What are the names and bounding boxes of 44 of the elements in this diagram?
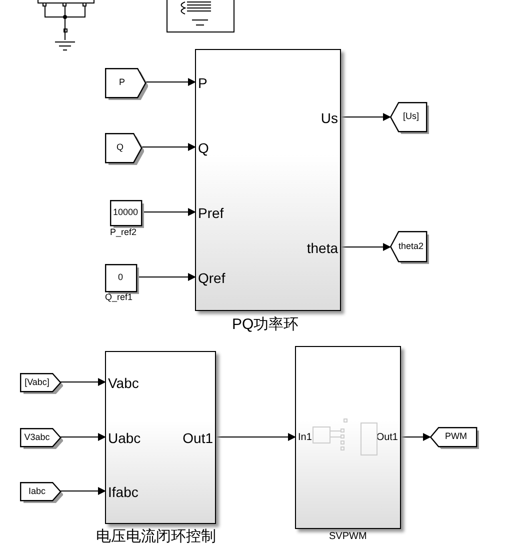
block-name: SVPWM	[329, 531, 367, 542]
block-name: Q_ref1	[105, 292, 133, 302]
from-tag	[20, 428, 63, 449]
signal-arrow	[60, 487, 106, 495]
signal-arrow	[400, 433, 431, 441]
signal-arrow	[216, 433, 296, 441]
tag-label: V3abc	[24, 431, 50, 444]
block-name: P_ref2	[110, 227, 137, 237]
port-label: Pref	[198, 205, 224, 221]
signal-arrow	[60, 378, 106, 386]
port-label: Q	[198, 140, 209, 156]
goto-tag	[390, 231, 429, 264]
tag-label: PWM	[445, 430, 467, 443]
port-label: P	[198, 75, 208, 91]
signal-arrow	[144, 78, 196, 86]
tag-label: 10000	[112, 206, 138, 219]
from-tag	[20, 373, 63, 394]
from-tag	[105, 68, 148, 100]
port-label: theta	[306, 240, 338, 256]
from-tag	[105, 133, 144, 165]
tag-label: Iabc	[28, 485, 46, 498]
port-label: Out1	[182, 430, 213, 446]
block-name: PQ功率环	[232, 315, 299, 334]
tag-label: 0	[118, 271, 123, 284]
signal-arrow	[60, 433, 106, 441]
port-label: In1	[298, 431, 312, 445]
signal-arrow	[140, 143, 196, 151]
tag-label: theta2	[398, 240, 424, 253]
signal-arrow	[340, 243, 391, 251]
port-label: Uabc	[108, 430, 141, 446]
goto-tag	[430, 427, 479, 449]
port-label: Out1	[376, 431, 398, 445]
tag-label: P	[118, 76, 125, 89]
from-tag	[20, 482, 63, 503]
signal-arrow	[340, 113, 391, 121]
tag-label: [Us]	[402, 110, 419, 123]
port-label: Vabc	[108, 375, 139, 391]
tag-label: Q	[116, 141, 124, 154]
port-label: Ifabc	[108, 484, 138, 500]
port-label: Qref	[198, 270, 226, 286]
block-name: 电压电流闭环控制	[96, 527, 216, 546]
tag-label: [Vabc]	[24, 376, 50, 389]
goto-tag	[390, 102, 429, 134]
port-label: Us	[320, 110, 338, 126]
